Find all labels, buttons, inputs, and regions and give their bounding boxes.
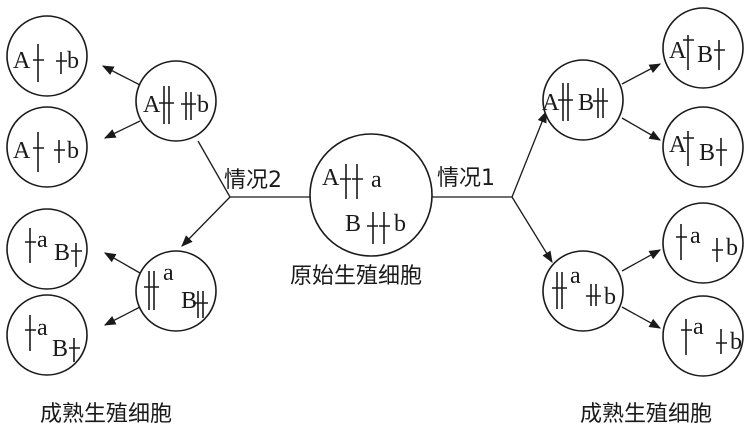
svg-text:b: b	[730, 329, 742, 355]
svg-text:b: b	[604, 284, 616, 310]
svg-text:b: b	[394, 211, 406, 237]
svg-text:a: a	[163, 260, 174, 286]
svg-text:A: A	[669, 132, 687, 158]
svg-text:a: a	[37, 315, 48, 341]
svg-text:A: A	[13, 48, 31, 74]
gamete-left-4: a B	[6, 294, 88, 376]
gamete-right-4: a b	[662, 295, 744, 377]
svg-text:B: B	[697, 42, 713, 68]
svg-text:A: A	[322, 165, 340, 191]
case1-cell-top: A B	[542, 59, 624, 141]
svg-text:B: B	[699, 140, 715, 166]
primordial-label: 原始生殖细胞	[290, 264, 422, 289]
case1-label: 情况1	[437, 166, 495, 191]
primordial-cell: A a B b	[309, 133, 433, 257]
gamete-right-1: A B	[662, 7, 744, 89]
gamete-left-3: a B	[6, 208, 88, 290]
case1-cell-bottom: a b	[542, 250, 624, 332]
svg-text:A: A	[143, 92, 161, 118]
svg-text:b: b	[67, 138, 79, 164]
svg-text:B: B	[54, 240, 70, 266]
svg-text:a: a	[690, 223, 701, 249]
svg-text:A: A	[13, 138, 31, 164]
mature-label-right: 成熟生殖细胞	[580, 402, 712, 427]
gamete-left-2: A b	[6, 106, 88, 188]
svg-text:a: a	[37, 227, 48, 253]
svg-text:B: B	[578, 90, 594, 116]
svg-text:A: A	[542, 90, 560, 116]
gamete-left-1: A b	[6, 15, 88, 97]
case2-cell-bottom: a B	[135, 250, 217, 332]
mature-label-left: 成熟生殖细胞	[40, 402, 172, 427]
svg-text:b: b	[67, 48, 79, 74]
svg-text:B: B	[181, 288, 197, 314]
svg-text:a: a	[371, 167, 382, 193]
svg-text:A: A	[669, 38, 687, 64]
case2-cell-top: A b	[135, 60, 217, 142]
gamete-right-2: A B	[662, 106, 744, 188]
connector-lines	[101, 63, 662, 329]
svg-text:B: B	[345, 211, 361, 237]
svg-text:b: b	[726, 235, 738, 261]
svg-text:a: a	[570, 263, 581, 289]
svg-text:a: a	[693, 314, 704, 340]
svg-text:B: B	[52, 336, 68, 362]
svg-text:b: b	[197, 92, 209, 118]
gamete-right-3: a b	[662, 202, 744, 284]
case2-label: 情况2	[224, 168, 282, 193]
